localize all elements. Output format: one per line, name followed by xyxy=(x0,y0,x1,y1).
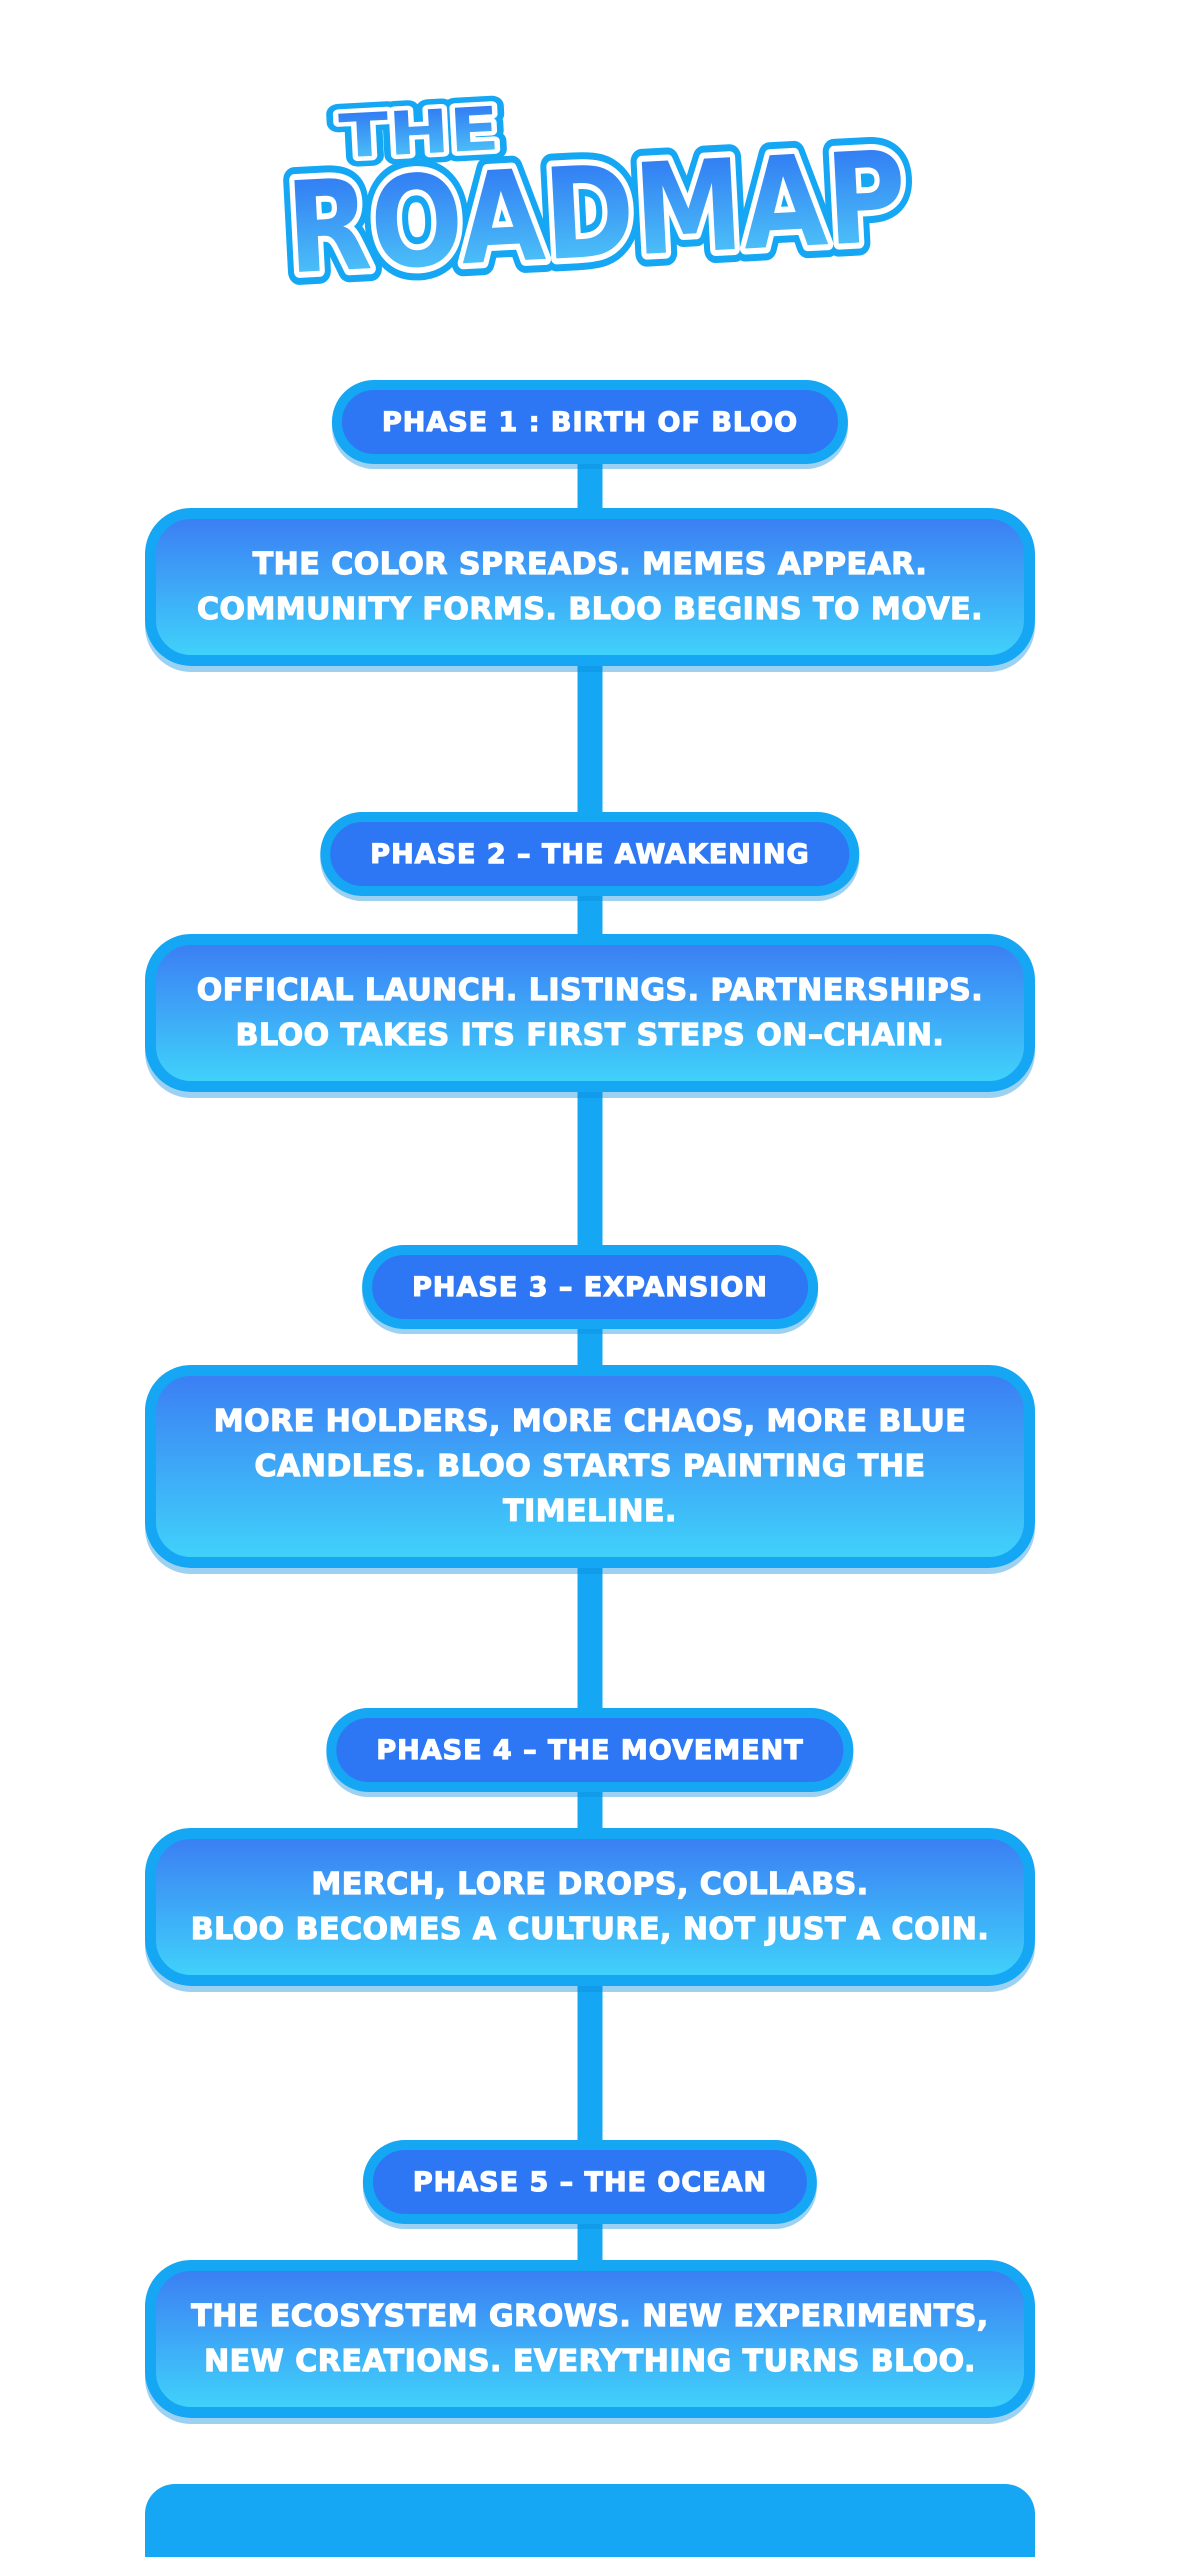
phase-1-description-line-2: COMMUNITY FORMS. BLOO BEGINS TO MOVE. xyxy=(196,591,984,627)
roadmap-logo: THE THE THE ROADMAP ROADMAP ROADMAP xyxy=(250,84,930,315)
phase-5-description-line-2: NEW CREATIONS. EVERYTHING TURNS BLOO. xyxy=(203,2343,976,2379)
phase-1-pill: PHASE 1 : BIRTH OF BLOO xyxy=(331,380,849,464)
logo-word-the: THE xyxy=(337,94,500,172)
phase-2-pill: PHASE 2 – THE AWAKENING xyxy=(320,812,860,896)
phase-5-description-box: THE ECOSYSTEM GROWS. NEW EXPERIMENTS, NE… xyxy=(145,2260,1035,2418)
phase-4-label: PHASE 4 – THE MOVEMENT xyxy=(376,1734,804,1766)
phase-5-pill: PHASE 5 – THE OCEAN xyxy=(362,2140,818,2224)
phase-4-description-box: MERCH, LORE DROPS, COLLABS. BLOO BECOMES… xyxy=(145,1828,1035,1986)
phase-4-pill: PHASE 4 – THE MOVEMENT xyxy=(326,1708,854,1792)
phase-4-description-line-2: BLOO BECOMES A CULTURE, NOT JUST A COIN. xyxy=(190,1911,990,1947)
phase-3-pill: PHASE 3 – EXPANSION xyxy=(362,1245,818,1329)
timeline-connector-line xyxy=(577,420,603,2290)
phase-3-description-line-2: CANDLES. BLOO STARTS PAINTING THE xyxy=(254,1448,926,1484)
logo-word-the-inline: THE xyxy=(337,94,500,172)
phase-3-label: PHASE 3 – EXPANSION xyxy=(412,1271,768,1303)
phase-2-description-line-2: BLOO TAKES ITS FIRST STEPS ON–CHAIN. xyxy=(235,1017,945,1053)
roadmap-logo-art: THE THE THE ROADMAP ROADMAP ROADMAP xyxy=(270,84,923,315)
phase-3-description-box: MORE HOLDERS, MORE CHAOS, MORE BLUE CAND… xyxy=(145,1365,1035,1568)
phase-3-description-line-3: TIMELINE. xyxy=(503,1493,677,1529)
phase-1-description-line-1: THE COLOR SPREADS. MEMES APPEAR. xyxy=(252,546,928,582)
phase-2-description-box: OFFICIAL LAUNCH. LISTINGS. PARTNERSHIPS.… xyxy=(145,934,1035,1092)
bottom-banner xyxy=(145,2484,1035,2557)
logo-word-roadmap: ROADMAP xyxy=(283,123,910,302)
phase-3-description-line-1: MORE HOLDERS, MORE CHAOS, MORE BLUE xyxy=(213,1403,967,1439)
phase-5-description-line-1: THE ECOSYSTEM GROWS. NEW EXPERIMENTS, xyxy=(191,2298,989,2334)
phase-1-label: PHASE 1 : BIRTH OF BLOO xyxy=(381,406,799,438)
phase-2-description-line-1: OFFICIAL LAUNCH. LISTINGS. PARTNERSHIPS. xyxy=(196,972,984,1008)
phase-4-description-line-1: MERCH, LORE DROPS, COLLABS. xyxy=(311,1866,869,1902)
phase-2-label: PHASE 2 – THE AWAKENING xyxy=(370,838,810,870)
phase-1-description-box: THE COLOR SPREADS. MEMES APPEAR. COMMUNI… xyxy=(145,508,1035,666)
phase-5-label: PHASE 5 – THE OCEAN xyxy=(412,2166,768,2198)
